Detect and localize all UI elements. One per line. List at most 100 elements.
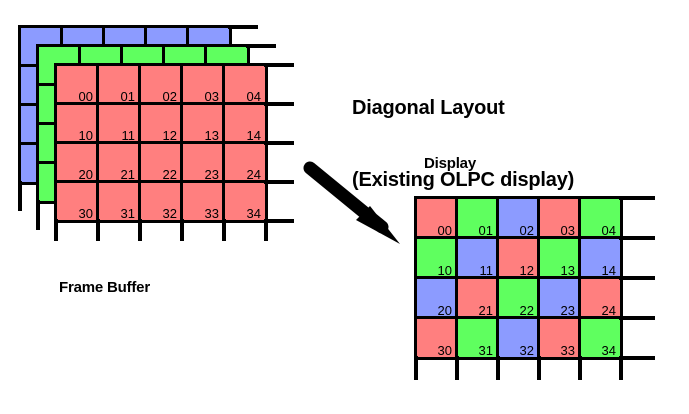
frame-buffer-cell: 24 (222, 141, 268, 184)
display-cell: 11 (455, 236, 500, 280)
cell-label: 14 (246, 128, 261, 143)
grid-tail-horizontal (264, 141, 294, 145)
frame-buffer-cell: 33 (180, 180, 226, 223)
cell-label: 14 (601, 263, 616, 278)
grid-tail-vertical (18, 181, 22, 211)
page-title: Diagonal Layout (Existing OLPC display) (352, 48, 574, 240)
display-cell: 32 (496, 316, 541, 360)
cell-label: 11 (479, 263, 494, 278)
cell-label: 34 (601, 343, 616, 358)
cell-label: 11 (121, 128, 136, 143)
display-cell: 13 (537, 236, 582, 280)
cell-label: 02 (162, 89, 177, 104)
cell-label: 13 (204, 128, 219, 143)
grid-tail-vertical (414, 356, 418, 380)
cell-label: 31 (120, 206, 135, 221)
cell-label: 04 (601, 223, 616, 238)
cell-label: 10 (78, 128, 93, 143)
frame-buffer-label: Frame Buffer (59, 279, 150, 296)
display-cell: 12 (496, 236, 541, 280)
frame-buffer-cell: 10 (54, 102, 100, 145)
display-cell: 03 (537, 196, 582, 240)
grid-tail-vertical (537, 356, 541, 380)
grid-tail-vertical (96, 219, 100, 241)
cell-label: 20 (78, 167, 93, 182)
display-cell: 01 (455, 196, 500, 240)
grid-tail-horizontal (619, 236, 655, 240)
display-cell: 21 (455, 276, 500, 320)
grid-tail-vertical (455, 356, 459, 380)
display-cell: 00 (414, 196, 459, 240)
frame-buffer-cell: 02 (138, 63, 184, 106)
grid-tail-horizontal (246, 44, 276, 48)
cell-label: 22 (162, 167, 177, 182)
grid-tail-vertical (138, 219, 142, 241)
title-line-2: (Existing OLPC display) (352, 169, 575, 191)
grid-tail-horizontal (264, 180, 294, 184)
maps-to-arrow (303, 161, 400, 244)
grid-tail-horizontal (619, 316, 655, 320)
grid-tail-horizontal (619, 276, 655, 280)
cell-label: 32 (519, 343, 534, 358)
cell-label: 21 (120, 167, 135, 182)
display-cell: 33 (537, 316, 582, 360)
grid-tail-horizontal (264, 219, 294, 223)
cell-label: 30 (78, 206, 93, 221)
frame-buffer-cell: 11 (96, 102, 142, 145)
frame-buffer-cell: 20 (54, 141, 100, 184)
frame-buffer-cell: 01 (96, 63, 142, 106)
display-cell: 02 (496, 196, 541, 240)
grid-tail-vertical (619, 356, 623, 380)
display-cell: 14 (578, 236, 623, 280)
grid-tail-horizontal (228, 25, 258, 29)
cell-label: 34 (246, 206, 261, 221)
grid-tail-vertical (222, 219, 226, 241)
cell-label: 01 (478, 223, 493, 238)
frame-buffer-cell: 23 (180, 141, 226, 184)
grid-tail-vertical (36, 200, 40, 230)
display-cell: 22 (496, 276, 541, 320)
cell-label: 10 (437, 263, 452, 278)
cell-label: 24 (601, 303, 616, 318)
grid-tail-vertical (578, 356, 582, 380)
cell-label: 33 (560, 343, 575, 358)
cell-label: 23 (560, 303, 575, 318)
display-cell: 31 (455, 316, 500, 360)
cell-label: 00 (437, 223, 452, 238)
display-cell: 34 (578, 316, 623, 360)
cell-label: 12 (162, 128, 177, 143)
grid-tail-horizontal (619, 356, 655, 360)
grid-tail-vertical (264, 219, 268, 241)
display-cell: 30 (414, 316, 459, 360)
cell-label: 00 (78, 89, 93, 104)
cell-label: 33 (204, 206, 219, 221)
cell-label: 04 (246, 89, 261, 104)
cell-label: 22 (519, 303, 534, 318)
cell-label: 03 (204, 89, 219, 104)
frame-buffer-cell: 31 (96, 180, 142, 223)
frame-buffer-cell: 30 (54, 180, 100, 223)
frame-buffer-cell: 00 (54, 63, 100, 106)
cell-label: 32 (162, 206, 177, 221)
title-line-1: Diagonal Layout (352, 97, 505, 119)
display-cell: 24 (578, 276, 623, 320)
grid-tail-vertical (54, 219, 58, 241)
cell-label: 21 (478, 303, 493, 318)
frame-buffer-cell: 34 (222, 180, 268, 223)
frame-buffer-cell: 13 (180, 102, 226, 145)
cell-label: 31 (478, 343, 493, 358)
cell-label: 12 (519, 263, 534, 278)
grid-tail-vertical (496, 356, 500, 380)
display-label: Display (424, 155, 476, 172)
cell-label: 01 (120, 89, 135, 104)
grid-tail-horizontal (264, 63, 294, 67)
frame-buffer-cell: 12 (138, 102, 184, 145)
frame-buffer-cell: 21 (96, 141, 142, 184)
cell-label: 30 (437, 343, 452, 358)
grid-tail-horizontal (264, 102, 294, 106)
frame-buffer-cell: 32 (138, 180, 184, 223)
display-cell: 23 (537, 276, 582, 320)
cell-label: 20 (437, 303, 452, 318)
cell-label: 02 (519, 223, 534, 238)
